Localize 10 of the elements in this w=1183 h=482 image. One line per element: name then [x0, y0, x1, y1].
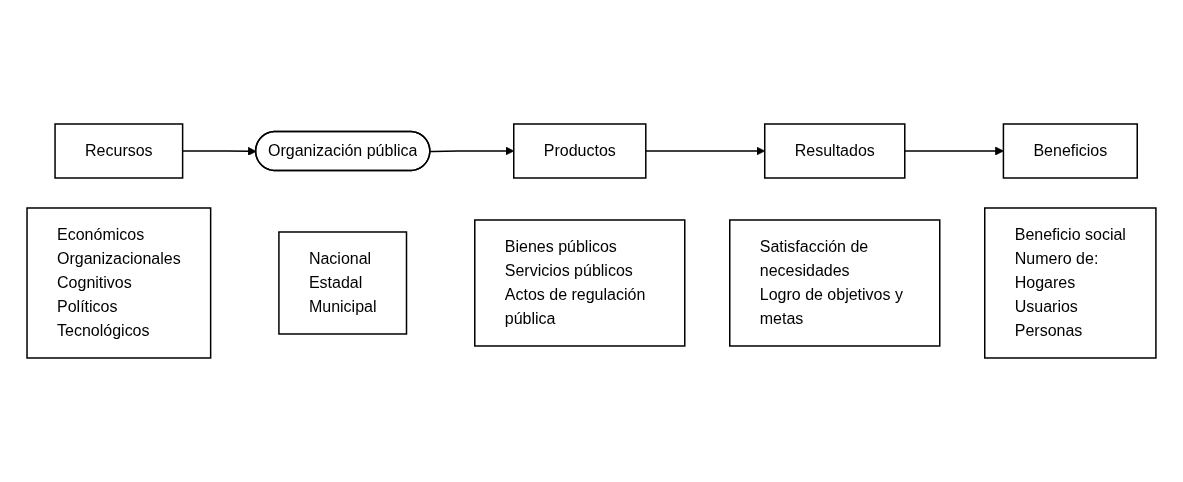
node-box: Nacional Estadal Municipal: [278, 231, 408, 335]
node-box: Productos: [513, 123, 647, 179]
node-box: Económicos Organizacionales Cognitivos Políticos Tecnológicos: [26, 207, 212, 359]
node-box: Beneficio social Numero de: Hogares Usuarios Personas: [984, 207, 1157, 359]
node-box: Bienes públicos Servicios públicos Actos de regulación pública: [474, 219, 686, 347]
node-box: Beneficios: [1002, 123, 1138, 179]
node-box: Satisfacción de necesidades Logro de objetivos y metas: [729, 219, 941, 347]
node-box: Resultados: [764, 123, 906, 179]
arrow: [904, 146, 1004, 156]
node-box: Recursos: [54, 123, 184, 179]
